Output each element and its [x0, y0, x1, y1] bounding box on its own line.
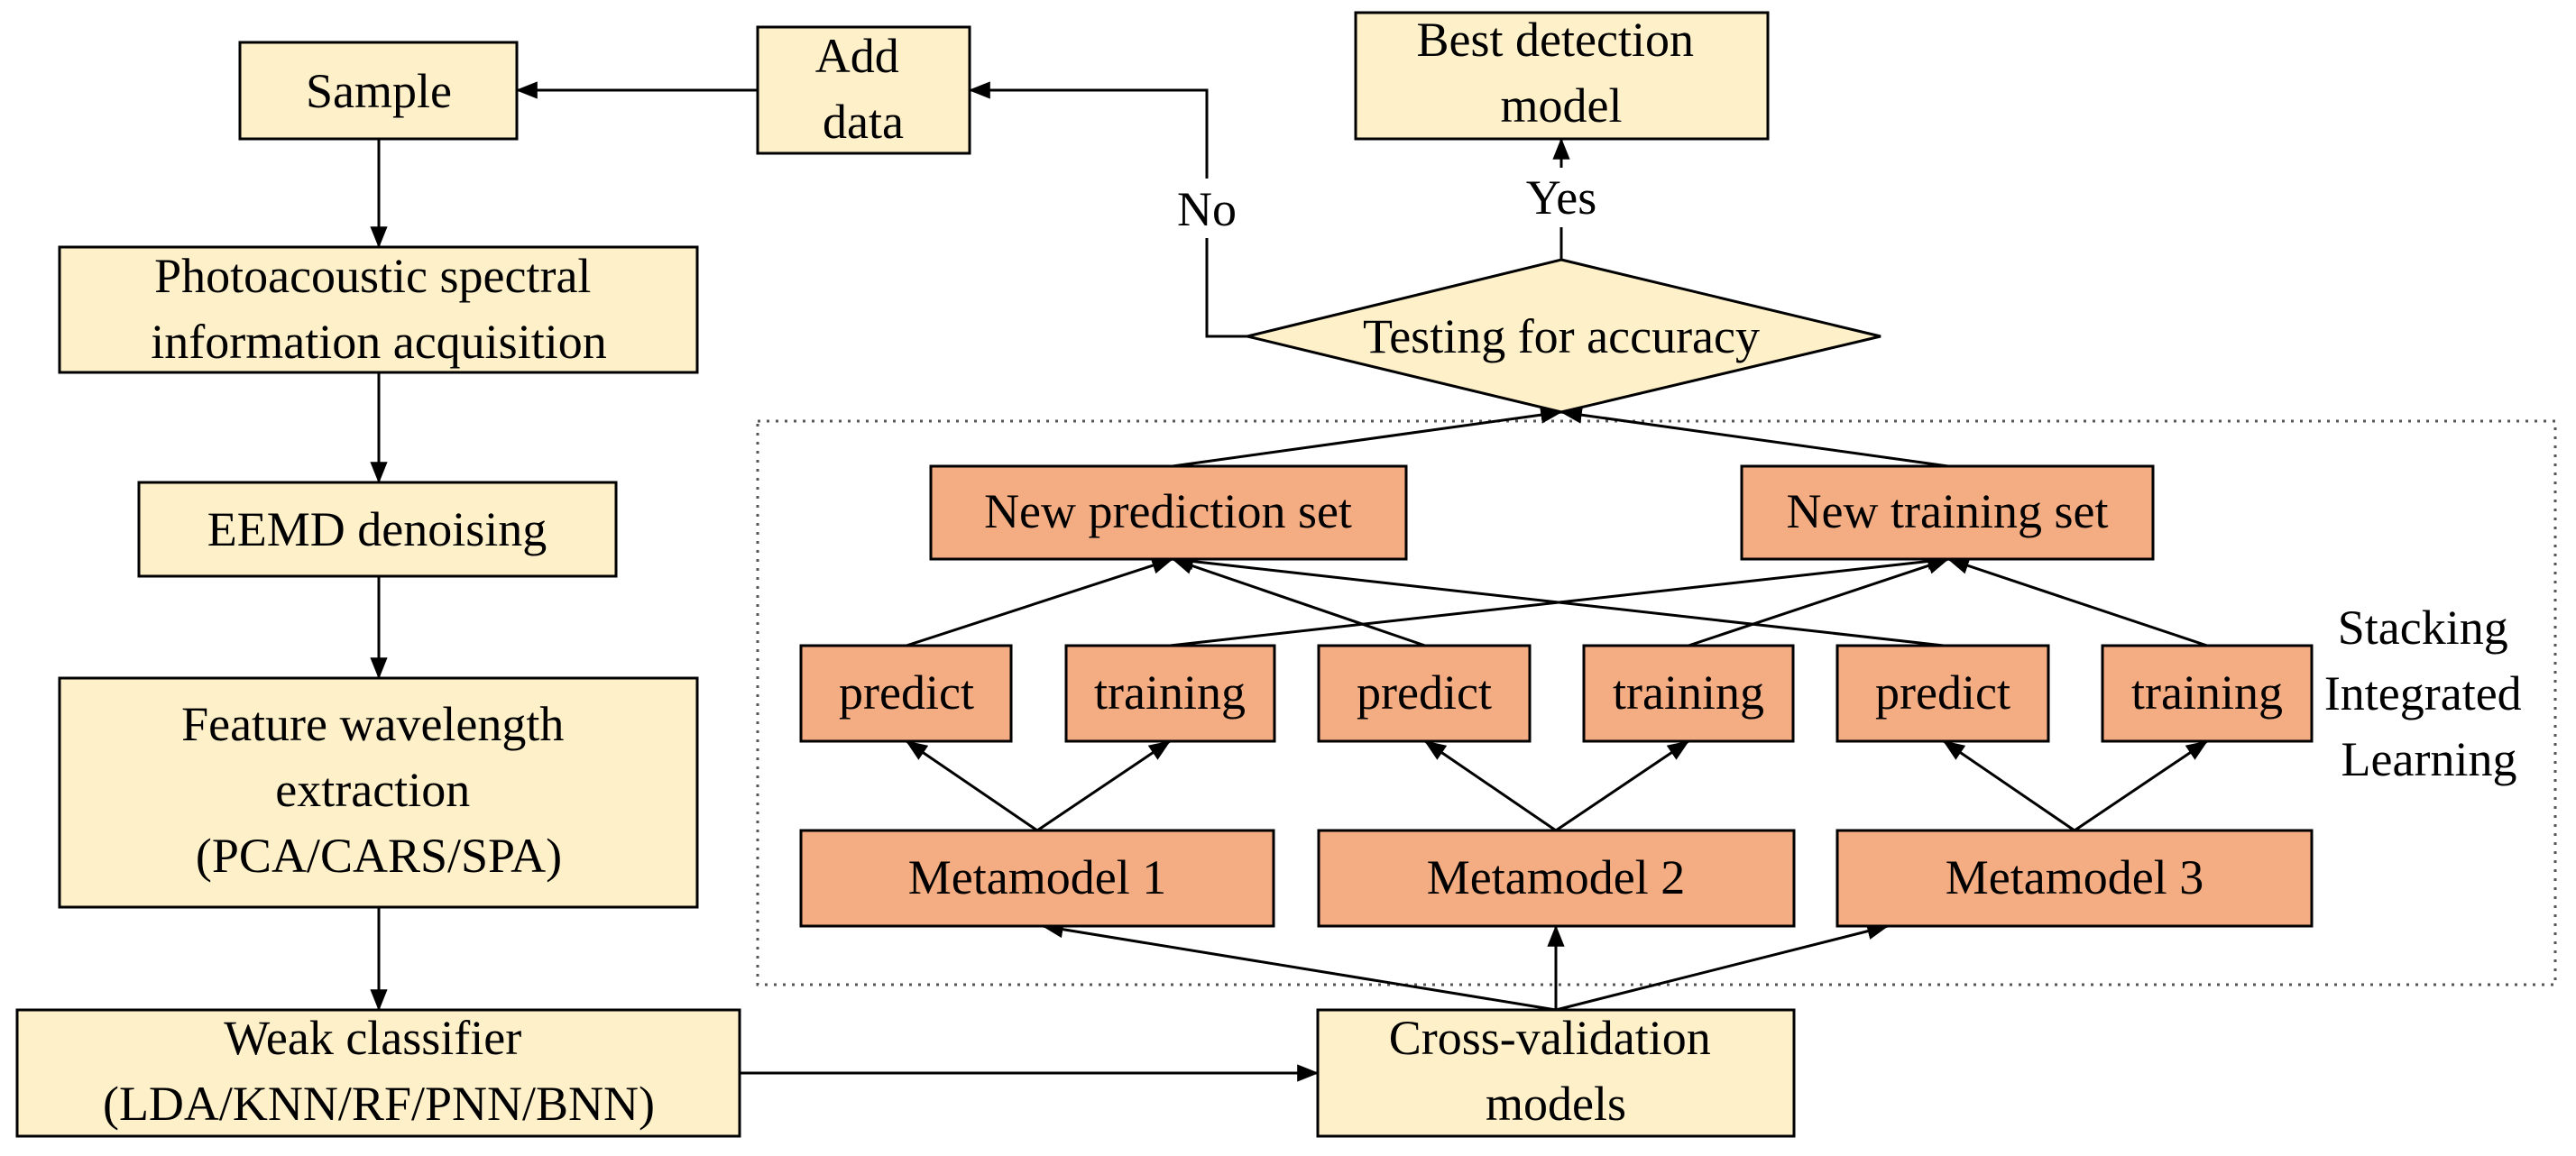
stacking-line-1: Stacking [2338, 601, 2508, 655]
feature-line-1: Feature wavelength [181, 697, 564, 751]
training-label-3: training [2131, 665, 2283, 720]
cross-line-2: models [1486, 1077, 1626, 1131]
arrow-training2-to-newtrain [1688, 557, 1950, 647]
arrow-training1-to-newtrain [1169, 552, 1950, 647]
arrow-predict1-to-newpred [906, 556, 1174, 647]
training-box-2 [1582, 644, 1795, 743]
sample-box [238, 41, 519, 141]
cross-validation-box [1316, 1008, 1796, 1138]
stacking-line-2: Integrated [2324, 666, 2522, 720]
photoacoustic-line-2: information acquisition [151, 315, 606, 369]
metamodel-3-label: Metamodel 3 [1946, 850, 2203, 904]
arrow-meta1-to-predict1 [906, 739, 1038, 832]
add-data-label: Add data [815, 29, 912, 149]
training-label-2: training [1613, 665, 1764, 720]
metamodel-2-box [1317, 829, 1796, 928]
stacking-label: Stacking Integrated Learning [2324, 601, 2534, 786]
predict-box-2 [1317, 644, 1532, 743]
yes-label-bg [1521, 168, 1602, 227]
feature-line-2: extraction [275, 763, 470, 817]
no-label-bg [1170, 179, 1244, 238]
new-training-set-label: New training set [1787, 484, 2109, 538]
arrow-cross-to-meta1 [1041, 921, 1557, 1012]
arrow-meta2-to-training2 [1555, 739, 1689, 832]
no-label: No [1177, 182, 1237, 236]
predict-label-2: predict [1357, 665, 1492, 720]
arrow-newtrain-to-testing [1559, 406, 1949, 468]
predict-box-1 [799, 644, 1013, 743]
best-detection-model-box [1354, 11, 1770, 141]
weak-line-1: Weak classifier [224, 1011, 521, 1065]
best-detection-line-1: Best detection [1417, 13, 1694, 67]
stacking-line-3: Learning [2341, 732, 2517, 786]
arrow-meta3-to-predict3 [1943, 739, 2075, 832]
metamodel-2-label: Metamodel 2 [1427, 850, 1685, 904]
feature-line-3: (PCA/CARS/SPA) [196, 829, 562, 883]
predict-label-1: predict [839, 665, 974, 720]
feature-extraction-box [58, 676, 699, 909]
predict-box-3 [1835, 644, 2050, 743]
new-training-set-box [1740, 464, 2155, 561]
metamodel-3-box [1835, 829, 2314, 928]
best-detection-model-label: Best detection model [1417, 13, 1707, 133]
metamodel-1-label: Metamodel 1 [908, 850, 1166, 904]
arrow-newpred-to-testing [1172, 406, 1563, 468]
new-prediction-set-label: New prediction set [984, 484, 1352, 538]
add-data-line-2: data [823, 95, 904, 149]
testing-accuracy-diamond [1247, 258, 1881, 414]
arrow-predict2-to-newpred [1171, 557, 1426, 647]
photoacoustic-line-1: Photoacoustic spectral [154, 249, 591, 303]
new-prediction-set-box [929, 464, 1408, 561]
arrow-meta1-to-training1 [1036, 739, 1171, 832]
weak-line-2: (LDA/KNN/RF/PNN/BNN) [103, 1077, 655, 1131]
weak-classifier-label: Weak classifier (LDA/KNN/RF/PNN/BNN) [103, 1011, 655, 1131]
eemd-denoising-box [137, 481, 618, 578]
best-detection-line-2: model [1501, 78, 1623, 133]
feature-extraction-label: Feature wavelength extraction (PCA/CARS/… [181, 697, 576, 883]
metamodel-1-box [799, 829, 1275, 928]
arrow-cross-to-meta3 [1555, 922, 1890, 1012]
cross-validation-label: Cross-validation models [1389, 1011, 1723, 1131]
cross-line-1: Cross-validation [1389, 1011, 1711, 1065]
arrow-training3-to-newtrain [1946, 557, 2208, 647]
predict-label-3: predict [1875, 665, 2010, 720]
add-data-line-1: Add [815, 29, 899, 83]
training-box-1 [1064, 644, 1276, 743]
arrow-meta2-to-predict2 [1424, 739, 1557, 832]
photoacoustic-box [58, 245, 699, 374]
weak-classifier-box [15, 1008, 741, 1138]
testing-accuracy-label: Testing for accuracy [1363, 309, 1760, 363]
eemd-denoising-label: EEMD denoising [207, 502, 547, 556]
training-label-1: training [1094, 665, 1246, 720]
arrow-meta3-to-training3 [2074, 739, 2208, 832]
yes-label: Yes [1526, 170, 1597, 225]
sample-label: Sample [306, 64, 452, 118]
photoacoustic-label: Photoacoustic spectral information acqui… [151, 249, 606, 369]
training-box-3 [2101, 644, 2314, 743]
add-data-box [756, 25, 971, 155]
